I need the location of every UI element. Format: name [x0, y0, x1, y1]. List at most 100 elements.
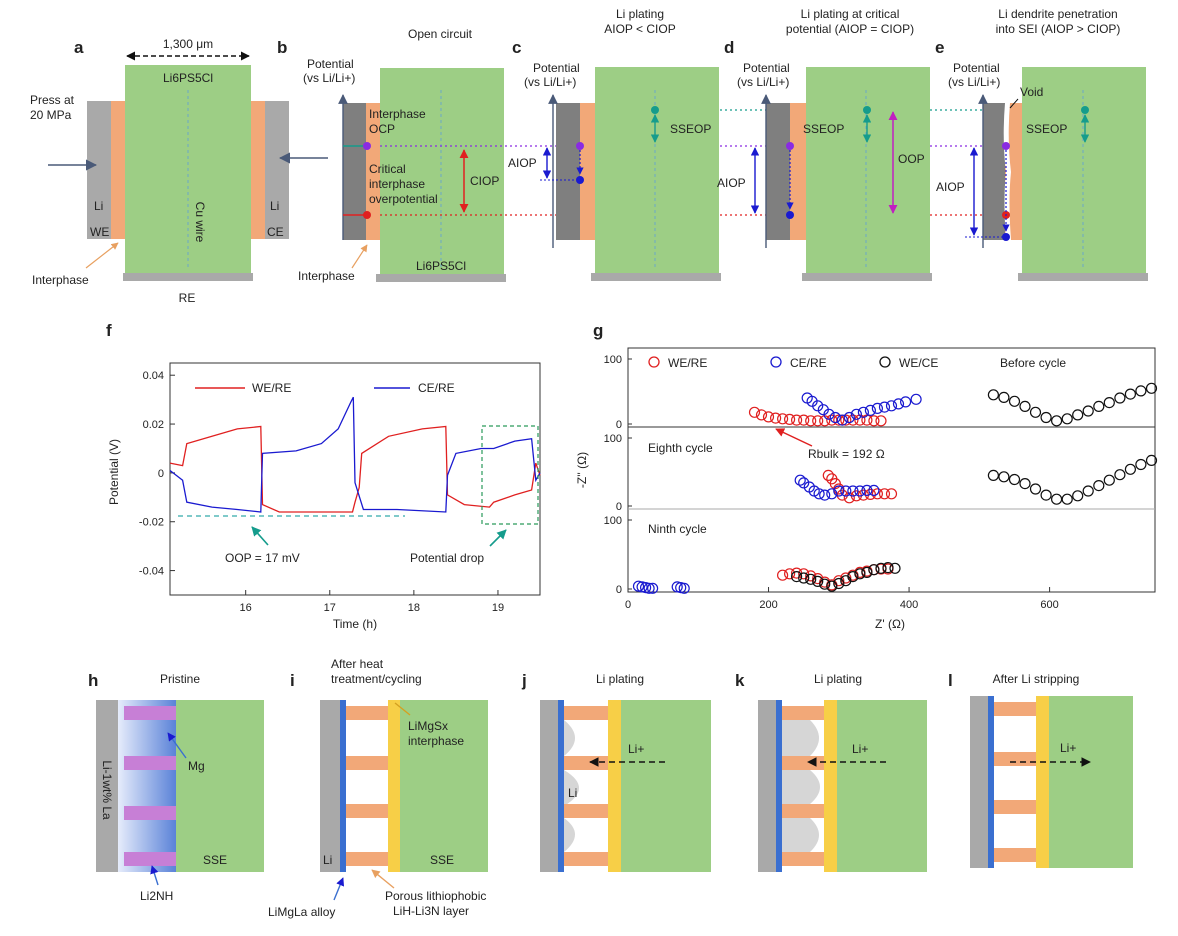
g-point-we-ce [805, 573, 817, 585]
g-point-we-ce [1040, 489, 1052, 501]
g-point-we-ce [1029, 406, 1042, 418]
k-li-block [758, 700, 776, 872]
e-title-2: into SEI (AIOP > CIOP) [996, 22, 1121, 36]
c-base [591, 273, 721, 281]
l-porous-2 [994, 752, 1036, 766]
g-ylabel: -Z'' (Ω) [575, 452, 589, 488]
g-rbulk-label: Rbulk = 192 Ω [808, 447, 885, 461]
g-point-ce-re [868, 484, 880, 496]
g-xtick-label: 600 [1040, 599, 1058, 611]
panel-letter-i: i [290, 671, 295, 690]
g-legend-we-re: WE/RE [668, 356, 707, 370]
g-point-we-re [847, 414, 859, 426]
g-point-we-re [776, 569, 789, 581]
g-point-ce-re [857, 406, 870, 418]
g-legend-ce-re: CE/RE [790, 356, 827, 370]
g-point-we-ce [1061, 413, 1073, 425]
g-ytick-label: 0 [616, 419, 622, 431]
g-series [632, 382, 1158, 594]
g-point-we-ce [1135, 458, 1147, 471]
e-aiop-label: AIOP [936, 180, 965, 194]
g-point-ce-re [826, 488, 838, 500]
g-point-we-ce [875, 562, 887, 574]
f-oop-pointer [251, 526, 269, 546]
i-alloy-layer [340, 700, 346, 872]
h-mg-stripe-4 [124, 852, 176, 866]
panel-j: j Li plating Li Li+ [521, 671, 711, 872]
press-label-1: Press at [30, 93, 75, 107]
c-blue-dot [576, 176, 584, 184]
g-legend-ce-re-marker [770, 356, 782, 368]
f-legend-ce: CE/RE [418, 381, 455, 395]
j-title: Li plating [596, 672, 644, 686]
g-point-we-ce [1050, 415, 1063, 427]
re-label: RE [179, 291, 196, 305]
d-electrolyte [806, 67, 930, 273]
g-point-we-ce [889, 562, 901, 574]
i-sse-block [400, 700, 488, 872]
d-base [802, 273, 932, 281]
d-purple-dot [786, 142, 794, 150]
f-legend-we: WE/RE [252, 381, 291, 395]
g-point-ce-re [678, 582, 690, 594]
h-mg-pointer [167, 732, 187, 759]
b-electrolyte-label: Li6PS5Cl [416, 259, 466, 273]
f-ytick-label: 0.02 [143, 419, 164, 431]
g-point-we-ce [1114, 469, 1126, 481]
g-point-ce-re [643, 582, 655, 594]
h-li2nh-label: Li2NH [140, 889, 173, 903]
g-point-ce-re [899, 396, 912, 408]
c-potential-1: Potential [533, 61, 580, 75]
g-point-we-re [840, 572, 852, 584]
g-point-we-ce [790, 570, 803, 583]
c-aiop-label: AIOP [508, 156, 537, 170]
j-interphase-layer [608, 700, 621, 872]
panel-letter-j: j [521, 671, 527, 690]
b-ocp-2: OCP [369, 122, 395, 136]
g-point-we-ce [1145, 454, 1158, 466]
b-critical-3: overpotential [369, 192, 438, 206]
i-porous-1 [346, 706, 388, 720]
g-point-we-re [822, 469, 834, 481]
e-void [1003, 103, 1011, 240]
e-blue-dot [1002, 233, 1010, 241]
d-blue-dot [786, 211, 794, 219]
g-point-we-re [878, 488, 891, 500]
d-aiop-label: AIOP [717, 176, 746, 190]
f-xtick-label: 18 [408, 602, 420, 614]
g-point-we-ce [847, 570, 859, 583]
g-point-we-re [875, 415, 887, 427]
g-point-we-re [833, 414, 845, 426]
g-ytick-label: 100 [604, 433, 622, 445]
k-li-deposit-2 [782, 770, 820, 804]
g-point-we-ce [1135, 385, 1147, 397]
d-potential-1: Potential [743, 61, 790, 75]
we-label: WE [90, 225, 109, 239]
g-plot-frame [627, 347, 1156, 593]
panel-letter-d: d [724, 38, 734, 57]
g-legend-we-ce-marker [879, 356, 891, 368]
c-electrolyte [595, 67, 719, 273]
k-li-ion-label: Li+ [852, 742, 868, 756]
g-point-we-ce [819, 578, 831, 590]
i-porous-pointer [371, 869, 395, 889]
g-point-we-ce [868, 564, 880, 576]
press-label-2: 20 MPa [30, 108, 72, 122]
e-electrolyte [1022, 67, 1146, 273]
d-interphase [790, 103, 806, 240]
j-porous-2 [564, 756, 608, 770]
e-teal-dot [1081, 106, 1089, 114]
l-interphase-layer [1036, 696, 1049, 868]
b-ciop-label: CIOP [470, 174, 499, 188]
b-base [376, 274, 506, 282]
b-ocp-1: Interphase [369, 107, 426, 121]
k-porous-1 [782, 706, 824, 720]
g-point-we-ce [998, 391, 1010, 403]
g-point-ce-re [819, 489, 831, 501]
g-point-ce-re [823, 408, 835, 420]
g-point-we-ce [861, 566, 873, 579]
g-point-we-re [885, 488, 898, 500]
f-series-we-re [169, 425, 541, 513]
g-point-we-ce [1072, 490, 1084, 502]
g-point-we-ce [1103, 397, 1115, 409]
